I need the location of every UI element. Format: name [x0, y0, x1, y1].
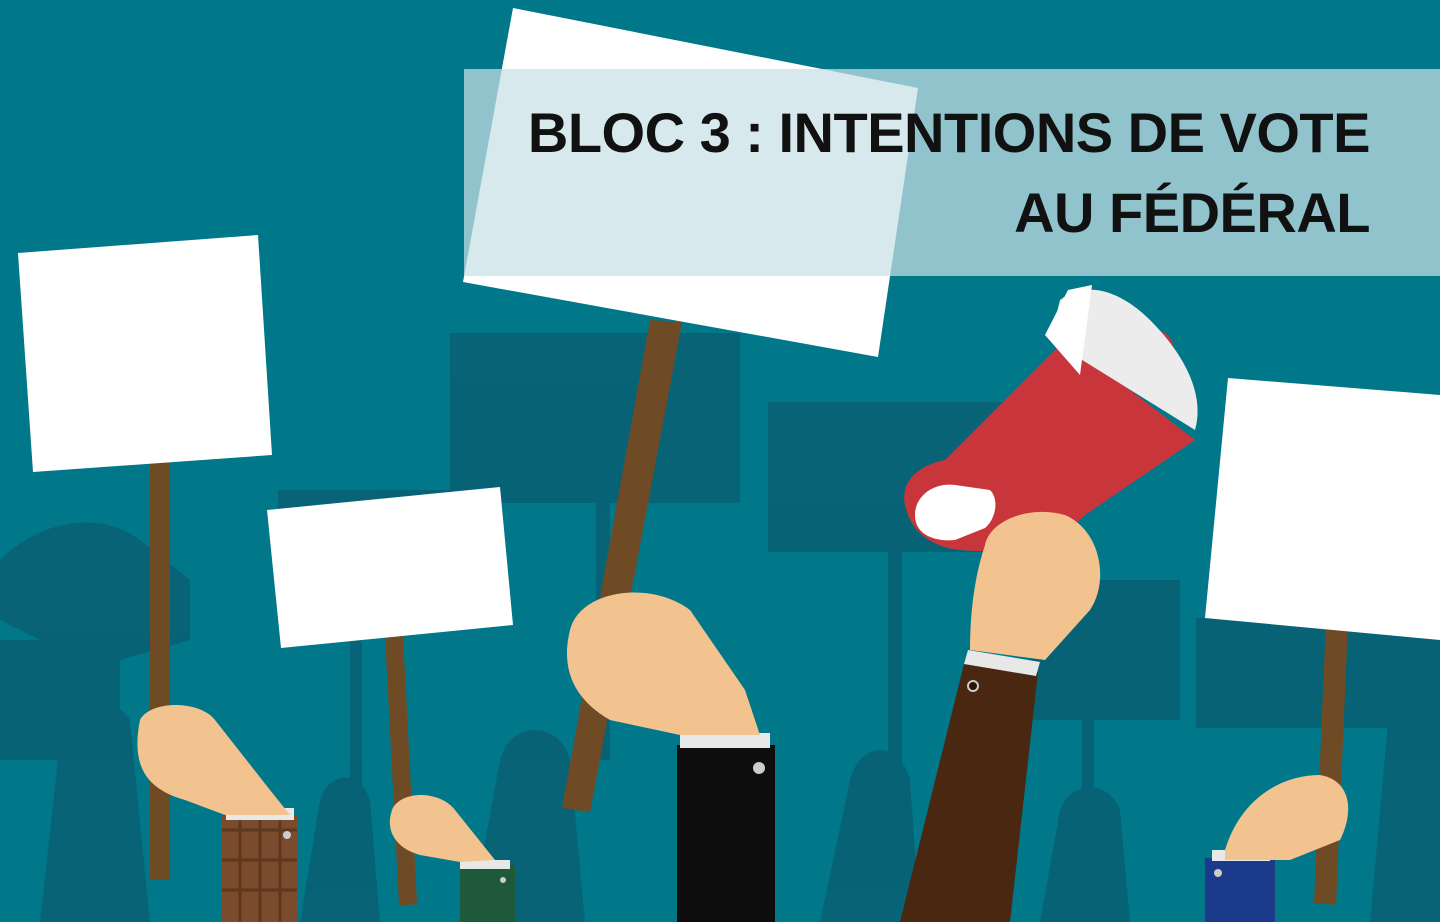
silhouette-sign [450, 333, 740, 503]
hand-left [137, 705, 297, 922]
hand-right [1205, 775, 1349, 922]
silhouette-stick [350, 610, 362, 830]
silhouette-arm [40, 702, 150, 922]
megaphone-icon [904, 285, 1198, 551]
hand-center [566, 592, 775, 922]
silhouette-arm [300, 777, 380, 922]
sleeve [1205, 858, 1275, 922]
sleeve [677, 745, 775, 922]
silhouette-arm [1040, 787, 1130, 922]
silhouette-megaphone [0, 522, 190, 660]
blank-sign-icon [18, 235, 272, 472]
slide-title-line-1: BLOC 3 : INTENTIONS DE VOTE [527, 101, 1371, 164]
blank-sign-icon [267, 487, 513, 648]
hand-small [389, 795, 515, 922]
raised-hand-icon [970, 511, 1101, 660]
silhouette-stick [888, 550, 902, 800]
cuff [460, 860, 510, 869]
sleeve [460, 865, 515, 922]
blank-sign-icon [1205, 378, 1440, 640]
raised-hand-icon [566, 592, 760, 735]
raised-hand-icon [1225, 775, 1349, 860]
sign-stick [384, 634, 418, 906]
hand-megaphone [900, 511, 1101, 922]
cuff [964, 650, 1040, 676]
title-banner: BLOC 3 : INTENTIONS DE VOTE AU FÉDÉRAL [464, 69, 1440, 276]
raised-hand-icon [137, 705, 290, 815]
sleeve [900, 660, 1038, 922]
cuff [680, 733, 770, 748]
slide-title-line-2: AU FÉDÉRAL [1014, 181, 1370, 244]
silhouette-arm [1370, 676, 1440, 922]
silhouette-arm [820, 750, 920, 922]
raised-hand-icon [389, 795, 495, 862]
sign-stick [150, 460, 170, 880]
